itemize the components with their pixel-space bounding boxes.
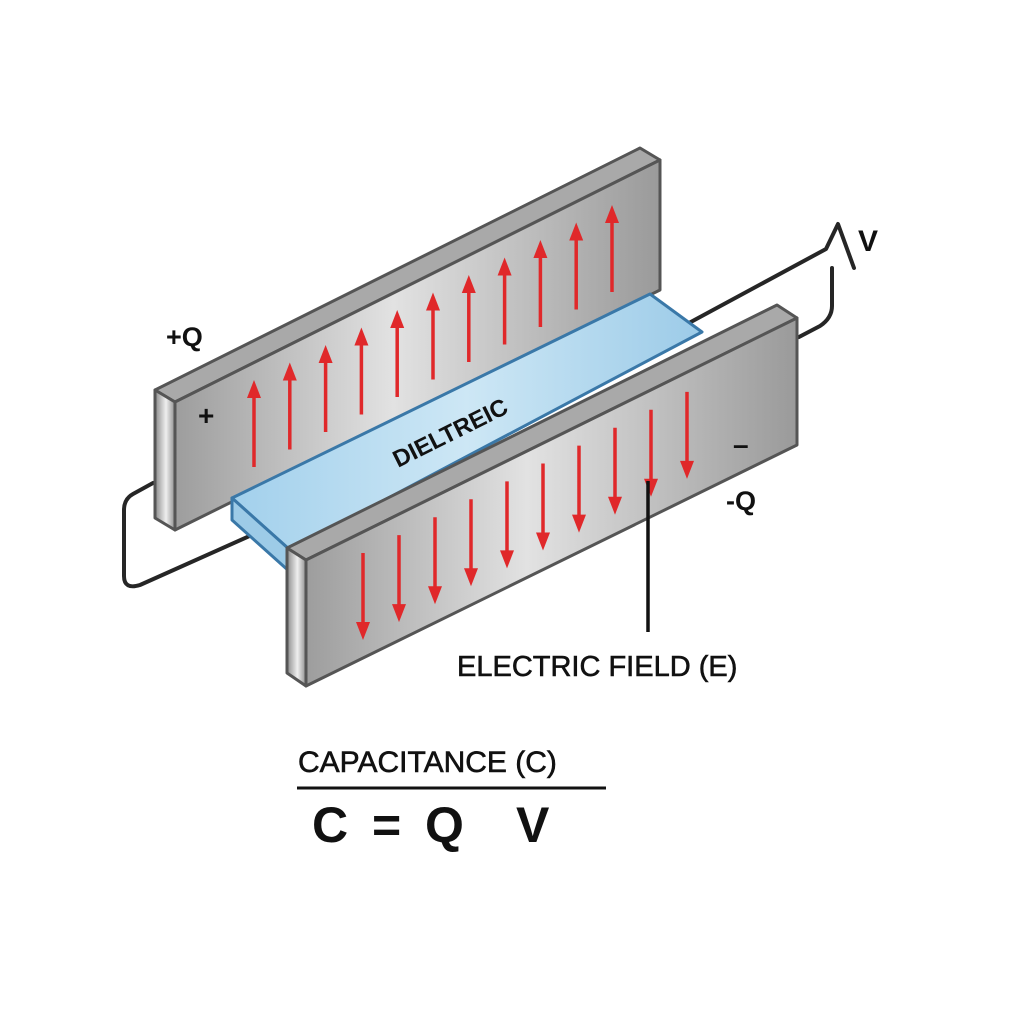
- field-arrow-up: [390, 310, 405, 397]
- negative-plate-side-face: [285, 546, 308, 688]
- formula-lhs: C: [312, 797, 348, 853]
- field-arrow-down-head: [428, 586, 442, 605]
- negative-plate: [285, 303, 799, 688]
- field-arrow-up: [247, 380, 261, 467]
- field-arrows-up: [247, 205, 619, 467]
- field-arrow-down: [356, 553, 370, 640]
- field-arrow-up: [282, 362, 297, 450]
- field-arrow-down: [608, 427, 622, 515]
- field-arrow-up-head: [282, 362, 297, 381]
- field-arrow-up-head: [497, 257, 512, 276]
- field-arrow-down: [572, 445, 586, 533]
- capacitance-title: CAPACITANCE (C): [298, 746, 557, 779]
- field-arrow-down-head: [536, 532, 550, 551]
- field-arrow-up-head: [426, 292, 440, 311]
- voltage-label: V: [858, 225, 878, 258]
- field-arrow-up-head: [569, 222, 584, 241]
- field-arrow-down: [464, 499, 478, 587]
- field-arrow-up: [318, 345, 333, 432]
- formula-equals: =: [372, 797, 401, 853]
- formula-denominator: V: [516, 797, 550, 853]
- field-arrow-up: [569, 222, 584, 310]
- wire-left: [122, 481, 265, 589]
- field-arrow-up-head: [390, 310, 405, 328]
- field-arrow-down-head: [680, 460, 694, 479]
- negative-sign: –: [733, 429, 749, 460]
- field-arrow-up-head: [354, 327, 369, 346]
- field-arrow-down-head: [356, 622, 370, 640]
- field-arrow-down: [680, 391, 694, 479]
- field-arrow-up: [497, 257, 512, 345]
- positive-charge-label: +Q: [166, 322, 203, 352]
- wire-right-bottom: [797, 266, 834, 339]
- field-arrow-down-head: [464, 568, 478, 587]
- field-arrow-up: [605, 205, 619, 292]
- positive-plate-side-face: [153, 388, 177, 532]
- field-arrow-down-head: [392, 604, 406, 623]
- field-arrow-down: [500, 481, 514, 569]
- field-arrow-down: [536, 463, 550, 551]
- formula-numerator: Q: [425, 797, 464, 853]
- field-arrow-down: [392, 535, 406, 623]
- field-arrow-up-head: [533, 240, 548, 258]
- negative-charge-label: -Q: [726, 486, 756, 516]
- field-arrow-up: [354, 327, 369, 415]
- field-arrow-up-head: [461, 275, 476, 293]
- electric-field-label: ELECTRIC FIELD (E): [457, 651, 737, 683]
- field-arrow-down-head: [572, 514, 586, 533]
- positive-sign: +: [198, 400, 214, 431]
- field-arrow-up: [461, 275, 476, 362]
- field-arrow-down-head: [608, 496, 622, 515]
- dielectric-slab: DIELTREIC: [230, 292, 704, 574]
- field-arrow-up-head: [247, 380, 261, 398]
- field-arrow-down: [428, 517, 442, 605]
- field-arrow-up-head: [318, 345, 333, 363]
- field-arrows-down: [356, 391, 694, 640]
- circuit-wires: [122, 222, 856, 589]
- field-arrow-up: [426, 292, 440, 380]
- field-arrow-up-head: [605, 205, 619, 223]
- field-arrow-up: [533, 240, 548, 327]
- wire-right-top: [674, 222, 856, 332]
- field-arrow-down-head: [500, 550, 514, 569]
